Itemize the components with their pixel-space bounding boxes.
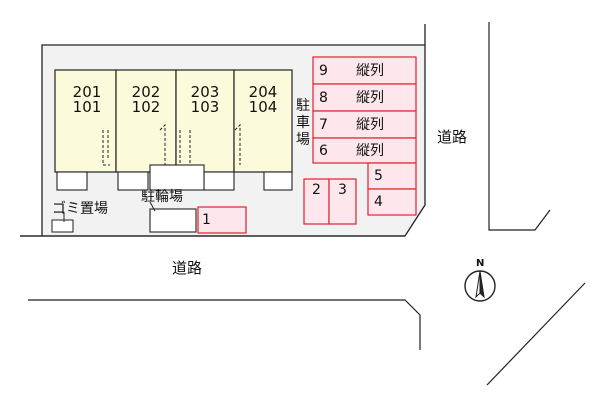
- unit-label-3: 203 103: [175, 85, 235, 115]
- parking-number-7: 7: [319, 117, 328, 133]
- parking-note-6: 縦列: [356, 143, 384, 159]
- unit-upper: 203: [190, 83, 220, 101]
- road-bottom-edge: [28, 299, 421, 350]
- parking-number-1: 1: [202, 212, 211, 228]
- parking-number-9: 9: [319, 63, 328, 79]
- parking-space-9: [312, 56, 417, 85]
- stair-dashes: [102, 123, 241, 166]
- unit-lower: 102: [131, 98, 161, 116]
- parking-number-5: 5: [374, 168, 383, 184]
- parking-number-6: 6: [319, 143, 328, 159]
- unit-label-4: 204 104: [233, 85, 293, 115]
- unit-label-2: 202 102: [116, 85, 176, 115]
- porch-1: [56, 171, 88, 191]
- bicycle-parking-label: 駐輪場: [141, 189, 183, 205]
- parking-label-char: 駐: [296, 98, 310, 114]
- parking-rows: [197, 56, 417, 234]
- parking-space-8: [312, 83, 417, 112]
- garbage-area-label: ゴミ置場: [52, 201, 108, 217]
- parking-number-8: 8: [319, 90, 328, 106]
- building-unit-1: [54, 69, 117, 173]
- north-label: N: [476, 258, 485, 269]
- parking-space-6: [312, 137, 417, 164]
- unit-upper: 201: [72, 83, 102, 101]
- unit-lower: 101: [72, 98, 102, 116]
- porch-2: [117, 171, 149, 191]
- parking-note-9: 縦列: [356, 63, 384, 79]
- garbage-box: [51, 219, 74, 233]
- porch-4: [263, 171, 293, 191]
- unit-lower: 103: [190, 98, 220, 116]
- bicycle-pointer: [149, 201, 156, 212]
- building-unit-4: [233, 69, 293, 173]
- building: [54, 69, 293, 191]
- parking-number-2: 2: [312, 182, 321, 198]
- road-right-label: 道路: [437, 128, 468, 146]
- road-bottom-label: 道路: [172, 259, 203, 277]
- parking-space-5: [367, 162, 417, 190]
- building-unit-2: [115, 69, 177, 173]
- unit-label-1: 201 101: [57, 85, 117, 115]
- parking-space-3: [328, 178, 357, 225]
- parking-note-8: 縦列: [356, 90, 384, 106]
- unit-lower: 104: [248, 98, 278, 116]
- parking-number-4: 4: [374, 194, 383, 210]
- unit-upper: 202: [131, 83, 161, 101]
- road-right-edge: [488, 22, 551, 231]
- porch-3: [203, 171, 235, 191]
- north-arrow-icon: [464, 270, 496, 302]
- bicycle-parking-box: [149, 208, 197, 233]
- unit-upper: 204: [248, 83, 278, 101]
- center-porch: [149, 164, 205, 191]
- parking-number-3: 3: [338, 182, 347, 198]
- parking-space-4: [367, 188, 417, 216]
- parking-label-char: 車: [296, 115, 310, 131]
- parking-note-7: 縦列: [356, 117, 384, 133]
- parking-label-char: 場: [296, 132, 310, 148]
- parking-space-1: [197, 206, 247, 234]
- road-diagonal-edge: [486, 282, 586, 386]
- parking-vertical-label: 駐 車 場: [295, 98, 311, 149]
